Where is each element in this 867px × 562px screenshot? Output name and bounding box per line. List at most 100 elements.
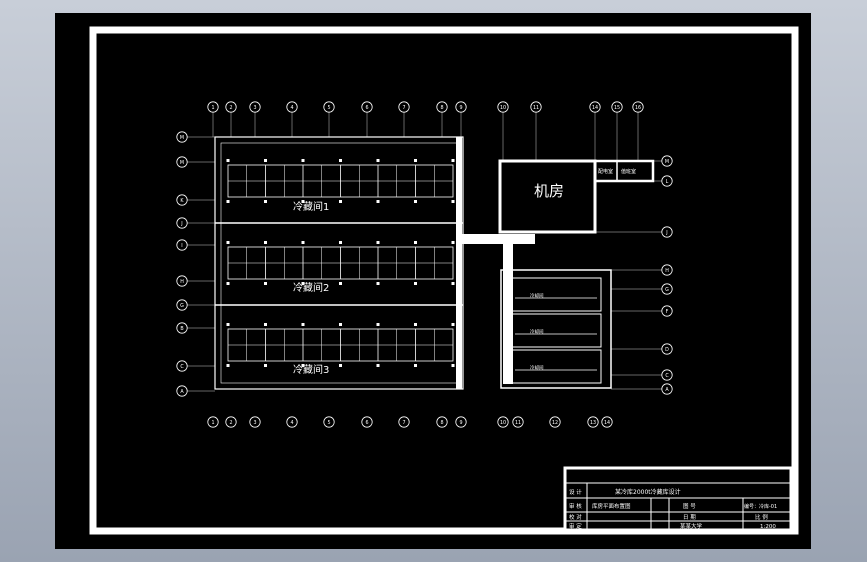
equip-label-3: 冷却间 <box>530 364 544 371</box>
svg-text:K: K <box>180 198 184 204</box>
small-room-a-label: 配电室 <box>598 168 613 175</box>
axis-bubble-right: L <box>661 175 673 187</box>
svg-text:16: 16 <box>635 105 641 111</box>
axis-bubble-bottom: 5 <box>323 416 335 428</box>
svg-text:J: J <box>180 221 182 227</box>
column-marker <box>451 241 455 244</box>
equip-room-1 <box>510 277 602 312</box>
svg-text:2: 2 <box>229 105 232 111</box>
svg-text:12: 12 <box>552 420 558 426</box>
small-room-b-label: 值班室 <box>621 168 636 175</box>
svg-text:J: J <box>665 230 667 236</box>
axis-bubble-bottom: 11 <box>512 416 524 428</box>
svg-text:C: C <box>665 373 669 379</box>
svg-text:7: 7 <box>402 105 405 111</box>
column-marker <box>301 159 305 162</box>
axis-bubble-right: M <box>661 155 673 167</box>
column-marker <box>226 241 230 244</box>
outer-frame <box>89 26 799 535</box>
svg-text:9: 9 <box>459 420 462 426</box>
svg-text:5: 5 <box>327 105 330 111</box>
column-marker <box>414 241 417 244</box>
tb-r4-c1: 审 定 <box>569 522 582 530</box>
axis-bubble-top: 14 <box>589 101 601 113</box>
axis-bubble-bottom: 2 <box>225 416 237 428</box>
axis-bubble-bottom: 12 <box>549 416 561 428</box>
tb-drawing-name: 库房平面布置图 <box>592 502 631 510</box>
column-marker <box>376 200 380 203</box>
tb-title: 某冷库2000t冷藏库设计 <box>615 488 681 496</box>
room-label-cold1: 冷藏间1 <box>293 200 329 213</box>
svg-text:G: G <box>180 303 184 309</box>
axis-bubble-right: H <box>661 264 673 276</box>
column-marker <box>451 323 455 326</box>
svg-text:11: 11 <box>533 105 539 111</box>
svg-text:A: A <box>180 389 184 395</box>
svg-text:6: 6 <box>365 105 368 111</box>
column-marker <box>301 282 305 285</box>
svg-text:C: C <box>180 364 184 370</box>
svg-text:8: 8 <box>440 105 443 111</box>
svg-text:A: A <box>665 387 669 393</box>
corridor <box>459 234 535 244</box>
axis-bubble-top: 10 <box>497 101 509 113</box>
equip-label-2: 冷却间 <box>530 328 544 335</box>
svg-text:L: L <box>666 179 669 185</box>
room-label-cold3: 冷藏间3 <box>293 363 329 376</box>
axis-bubble-top: 1 <box>207 101 219 113</box>
axis-bubble-right: F <box>661 305 673 317</box>
axis-bubble-bottom: 1 <box>207 416 219 428</box>
axis-bubble-bottom: 10 <box>497 416 509 428</box>
column-marker <box>376 364 380 367</box>
axis-bubble-left: I <box>176 239 188 251</box>
column-marker <box>226 323 230 326</box>
column-marker <box>339 323 342 326</box>
tb-r2-c4: 编号：冷库-01 <box>744 503 777 510</box>
axis-bubble-top: 8 <box>436 101 448 113</box>
axis-bubble-top: 2 <box>225 101 237 113</box>
axis-bubble-top: 9 <box>455 101 467 113</box>
svg-text:D: D <box>665 347 669 353</box>
axis-bubble-bottom: 13 <box>587 416 599 428</box>
rack-group <box>226 159 455 367</box>
column-marker <box>451 364 455 367</box>
column-marker <box>264 323 267 326</box>
svg-text:3: 3 <box>253 105 256 111</box>
tb-r3-c3: 日 期 <box>683 514 696 521</box>
axis-bubble-bottom: 3 <box>249 416 261 428</box>
svg-text:7: 7 <box>402 420 405 426</box>
floor-plan: 冷藏间1 冷藏间2 冷藏间3 机房 配电室 值班室 冷却间 冷却间 冷却间 <box>89 26 799 535</box>
axis-bubble-left: M <box>176 156 188 168</box>
tb-r2-c3: 图 号 <box>683 502 696 510</box>
svg-text:14: 14 <box>592 105 598 111</box>
axis-bubble-left: M <box>176 131 188 143</box>
svg-text:M: M <box>180 160 184 166</box>
column-marker <box>451 282 455 285</box>
svg-text:I: I <box>181 243 182 249</box>
column-marker <box>264 364 267 367</box>
column-marker <box>226 364 230 367</box>
tb-r4-c3: 某某大学 <box>680 522 703 530</box>
column-marker <box>264 241 267 244</box>
room-label-cold2: 冷藏间2 <box>293 281 329 294</box>
column-marker <box>301 323 305 326</box>
axis-bubble-top: 11 <box>530 101 542 113</box>
svg-text:9: 9 <box>459 105 462 111</box>
column-marker <box>376 159 380 162</box>
equip-room-2 <box>510 313 602 348</box>
axis-bubble-bottom: 14 <box>601 416 613 428</box>
column-marker <box>376 282 380 285</box>
axis-bubble-left: J <box>176 217 188 229</box>
column-marker <box>414 282 417 285</box>
column-marker <box>226 159 230 162</box>
svg-text:13: 13 <box>590 420 596 426</box>
svg-text:1: 1 <box>211 105 214 111</box>
svg-text:11: 11 <box>515 420 521 426</box>
axis-bubble-left: K <box>176 194 188 206</box>
axis-bubble-left: B <box>176 322 188 334</box>
axis-bubble-top: 5 <box>323 101 335 113</box>
column-marker <box>451 200 455 203</box>
svg-text:F: F <box>666 309 669 315</box>
svg-text:2: 2 <box>229 420 232 426</box>
